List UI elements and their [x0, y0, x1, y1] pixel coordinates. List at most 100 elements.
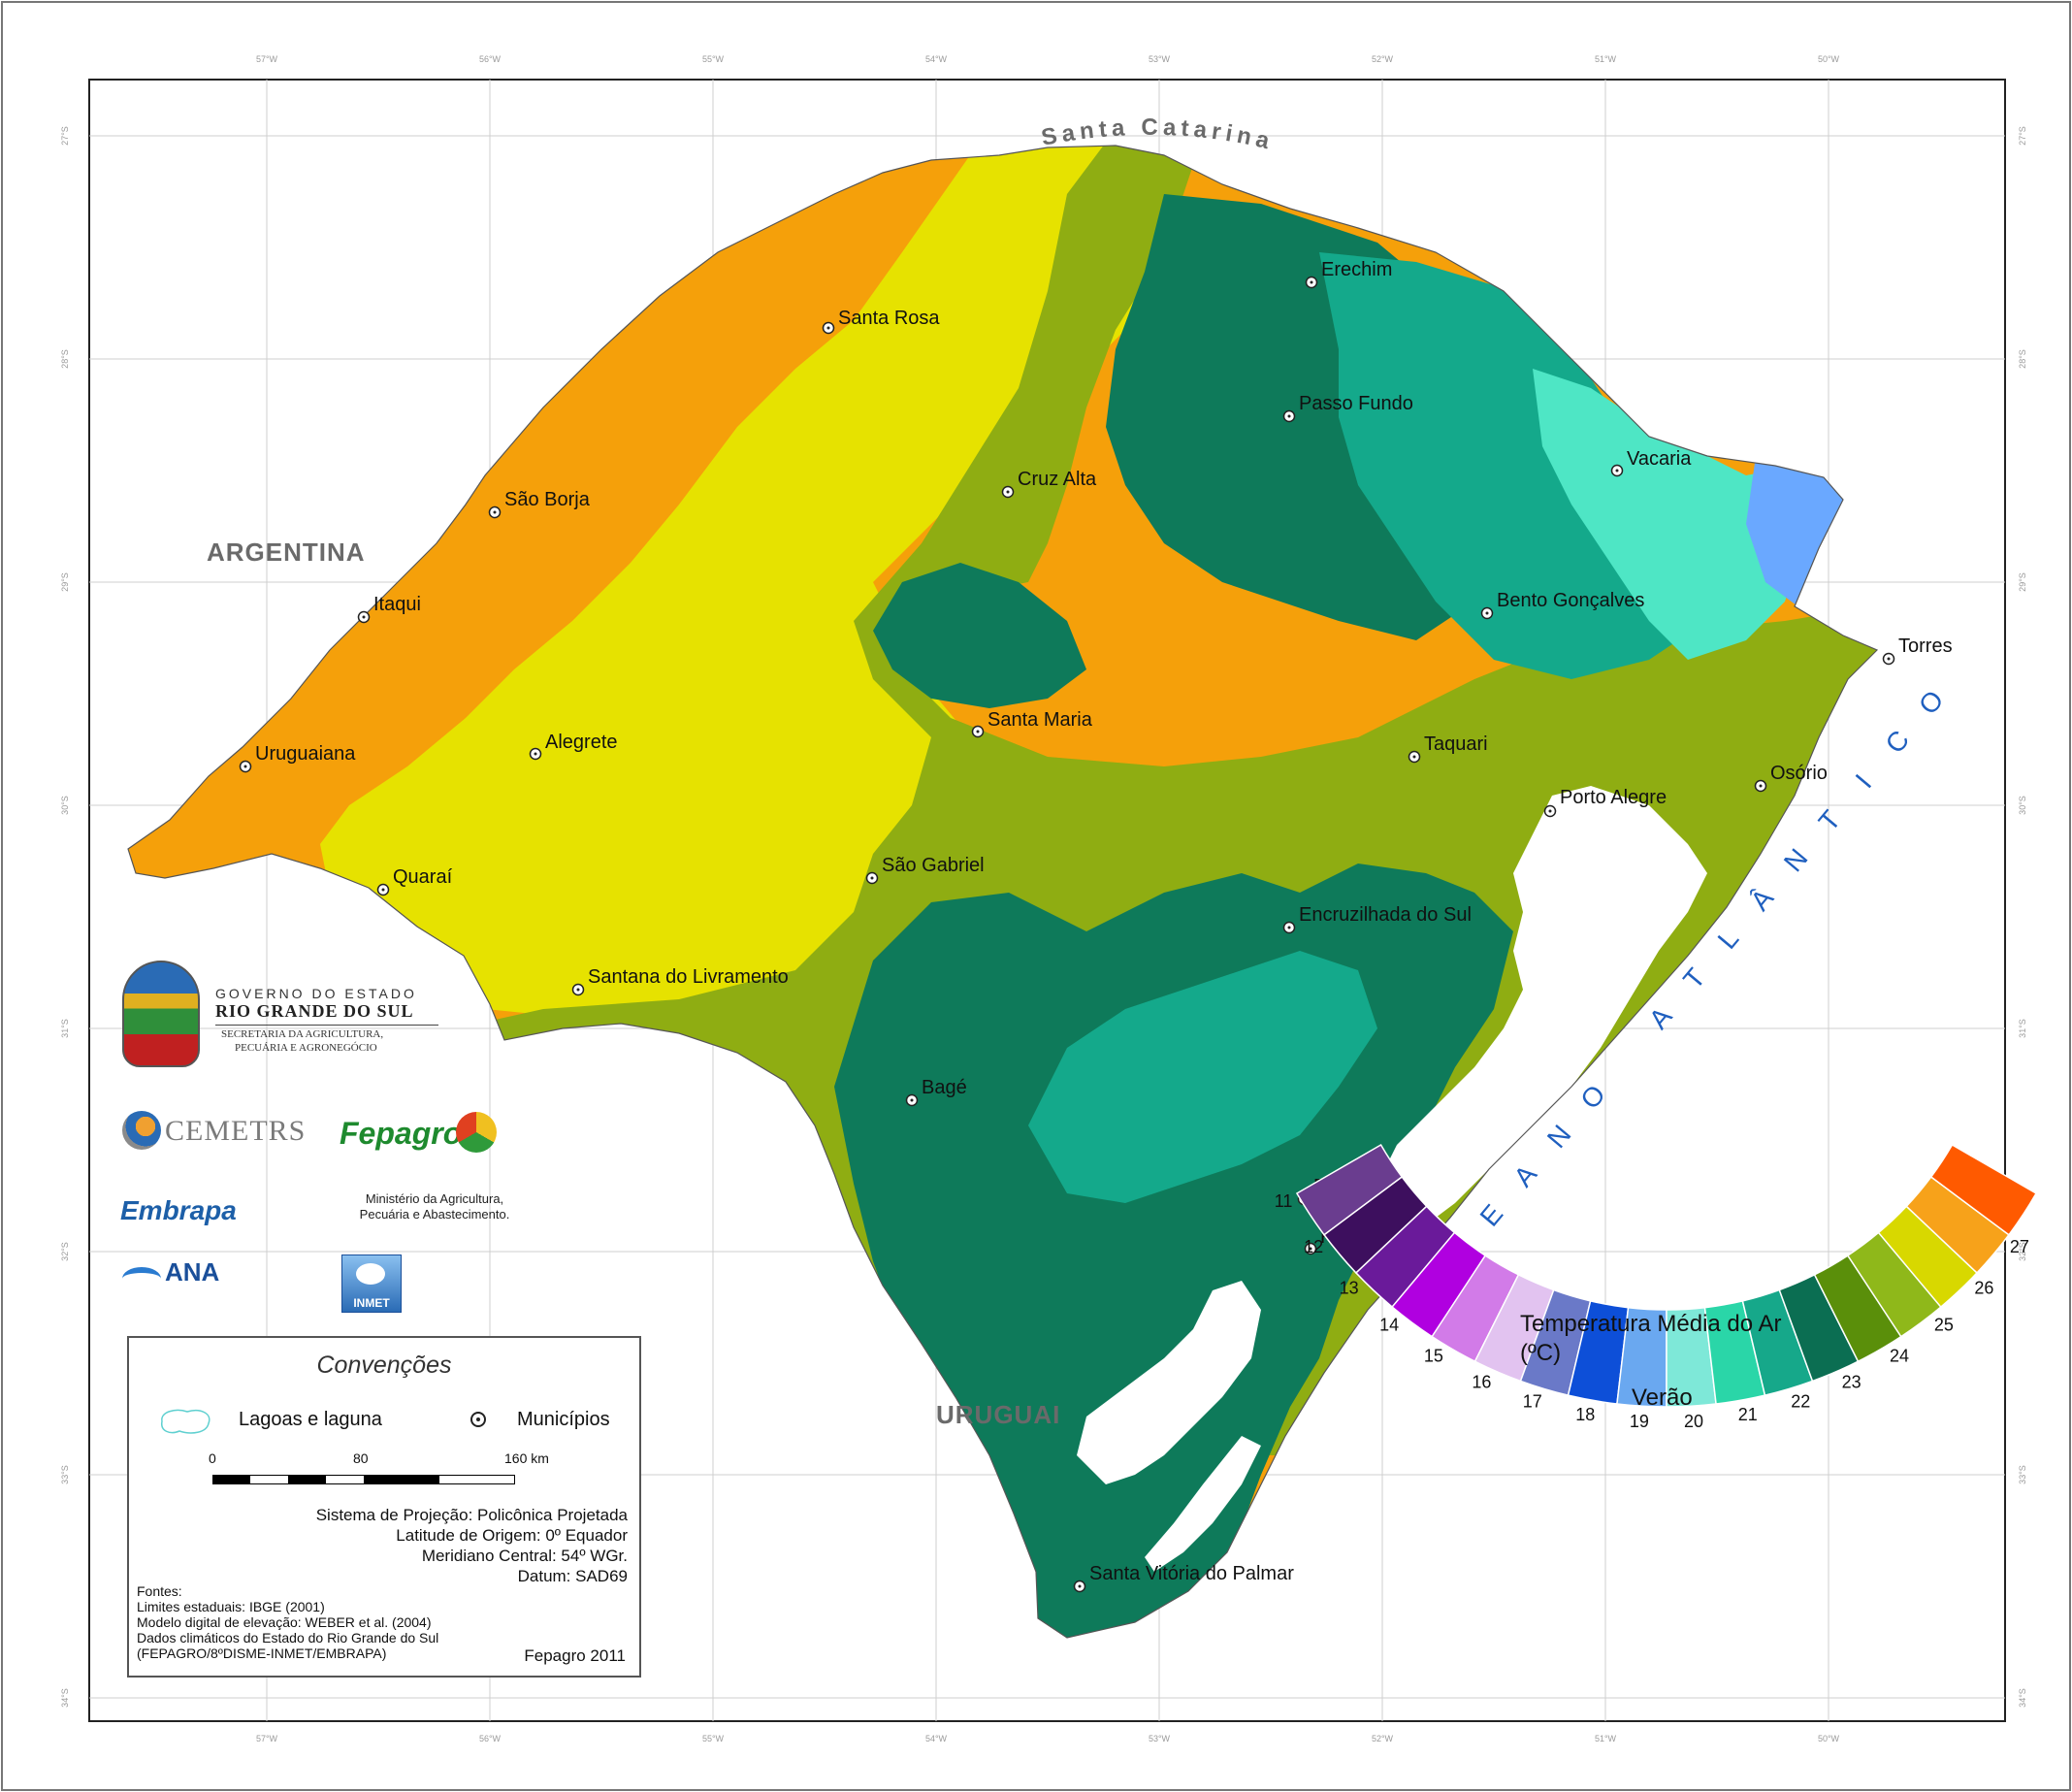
- city-marker-dot: [1287, 414, 1291, 418]
- legend-value: 23: [1842, 1372, 1862, 1391]
- city-14: Porto Alegre: [1543, 787, 1667, 818]
- lon-tick-bottom: 56°W: [479, 1734, 502, 1743]
- ministerio-line2: Pecuária e Abastecimento.: [359, 1207, 510, 1222]
- legend-value: 18: [1575, 1405, 1595, 1424]
- temperature-zones: [128, 146, 1877, 1638]
- datum-line: Datum: SAD69: [517, 1567, 628, 1585]
- city-marker-dot: [826, 326, 830, 330]
- state-boundary: [127, 145, 1879, 1639]
- lon-tick-top: 56°W: [479, 54, 502, 64]
- legend-value: 14: [1379, 1315, 1399, 1334]
- scale-bar: [212, 1475, 515, 1484]
- cemetrs-text: CEMETRS: [165, 1115, 307, 1147]
- lon-tick-top: 52°W: [1372, 54, 1394, 64]
- legend-value: 15: [1424, 1347, 1443, 1366]
- zone-21: [1533, 369, 1824, 660]
- city-label: Alegrete: [545, 732, 618, 753]
- lon-tick-bottom: 54°W: [925, 1734, 948, 1743]
- lon-tick-bottom: 50°W: [1818, 1734, 1840, 1743]
- scale-160: 160 km: [504, 1450, 549, 1466]
- lagoa-dos-patos: [1377, 786, 1707, 1232]
- city-label: São Gabriel: [882, 855, 985, 876]
- coat-of-arms-icon: [122, 961, 200, 1067]
- lat-tick-left: 33°S: [60, 1465, 70, 1484]
- lat-tick-right: 32°S: [2018, 1242, 2027, 1261]
- city-label: Passo Fundo: [1299, 393, 1413, 414]
- legend-value: 17: [1523, 1392, 1542, 1412]
- gov-line2: RIO GRANDE DO SUL: [215, 1001, 414, 1021]
- fepagro-icon: [456, 1112, 497, 1153]
- city-1: Santa Rosa: [822, 308, 940, 335]
- lon-tick-bottom: 57°W: [256, 1734, 278, 1743]
- city-2: Passo Fundo: [1282, 393, 1413, 423]
- city-label: Bento Gonçalves: [1497, 590, 1644, 611]
- legend-value: 13: [1340, 1278, 1359, 1297]
- lon-tick-bottom: 53°W: [1149, 1734, 1171, 1743]
- city-12: Taquari: [1408, 733, 1488, 764]
- city-marker-dot: [1412, 755, 1416, 759]
- city-label: Erechim: [1321, 259, 1392, 280]
- city-label: Santa Rosa: [838, 308, 940, 329]
- ministerio-line1: Ministério da Agricultura,: [365, 1191, 504, 1206]
- inmet-text: INMET: [353, 1296, 390, 1310]
- city-marker-dot: [870, 876, 874, 880]
- ana-logo: ANA: [122, 1257, 248, 1300]
- city-7: Bento Gonçalves: [1480, 590, 1644, 620]
- lat-tick-left: 32°S: [60, 1242, 70, 1261]
- gov-rs-logo: GOVERNO DO ESTADO RIO GRANDE DO SUL SECR…: [120, 961, 440, 1072]
- ana-text: ANA: [165, 1257, 220, 1287]
- lat-tick-left: 29°S: [60, 572, 70, 592]
- city-label: São Borja: [504, 489, 591, 510]
- lon-tick-bottom: 55°W: [702, 1734, 725, 1743]
- legend-value: 12: [1304, 1237, 1323, 1256]
- lon-tick-bottom: 51°W: [1595, 1734, 1617, 1743]
- city-label: Quaraí: [393, 866, 453, 888]
- city-label: Cruz Alta: [1018, 469, 1097, 490]
- legend-value: 20: [1684, 1412, 1703, 1431]
- gov-divider: [215, 1025, 438, 1026]
- uruguai-label: URUGUAI: [936, 1400, 1060, 1429]
- lat-tick-left: 28°S: [60, 349, 70, 369]
- cemetrs-logo: CEMETRS: [122, 1111, 305, 1155]
- sources: Fontes: Limites estaduais: IBGE (2001) M…: [137, 1583, 438, 1661]
- city-label: Encruzilhada do Sul: [1299, 904, 1472, 926]
- legend-title-line2: (ºC): [1520, 1340, 1561, 1366]
- city-5: São Borja: [488, 489, 591, 519]
- legend-value: 27: [2010, 1237, 2029, 1256]
- lon-tick-bottom: 52°W: [1372, 1734, 1394, 1743]
- city-marker-dot: [493, 510, 497, 514]
- lon-tick-top: 50°W: [1818, 54, 1840, 64]
- cloud-icon: [356, 1263, 385, 1285]
- legend-value: 16: [1472, 1372, 1491, 1391]
- city-marker-dot: [1887, 657, 1891, 661]
- city-10: Alegrete: [529, 732, 618, 761]
- city-18: Santana do Livramento: [571, 966, 789, 996]
- city-label: Osório: [1770, 763, 1828, 784]
- city-marker-dot: [1759, 784, 1763, 788]
- lat-tick-right: 29°S: [2018, 572, 2027, 592]
- legend-value: 26: [1974, 1278, 1993, 1297]
- gov-line3: SECRETARIA DA AGRICULTURA,: [221, 1028, 384, 1040]
- lon-tick-top: 53°W: [1149, 54, 1171, 64]
- inmet-logo: INMET: [341, 1254, 402, 1313]
- legend-title-line1: Temperatura Média do Ar: [1520, 1311, 1781, 1337]
- fepagro-text: Fepagro: [340, 1116, 463, 1151]
- city-6: Itaqui: [357, 594, 421, 624]
- city-marker-dot: [1006, 490, 1010, 494]
- city-label: Itaqui: [373, 594, 421, 615]
- lat-tick-right: 28°S: [2018, 349, 2027, 369]
- legend-season: Verão: [1632, 1385, 1693, 1411]
- lat-tick-right: 31°S: [2018, 1019, 2027, 1038]
- city-marker-dot: [381, 888, 385, 892]
- legend-value: 24: [1890, 1347, 1909, 1366]
- city-marker-dot: [1615, 469, 1619, 472]
- scale-0: 0: [209, 1450, 216, 1466]
- city-marker-dot: [1310, 280, 1313, 284]
- lagoa-mangueira: [1145, 1436, 1261, 1572]
- city-marker-dot: [910, 1098, 914, 1102]
- city-marker-dot: [1548, 809, 1552, 813]
- cemetrs-icon: [122, 1111, 161, 1150]
- lat-tick-left: 30°S: [60, 796, 70, 815]
- city-19: Bagé: [905, 1077, 967, 1107]
